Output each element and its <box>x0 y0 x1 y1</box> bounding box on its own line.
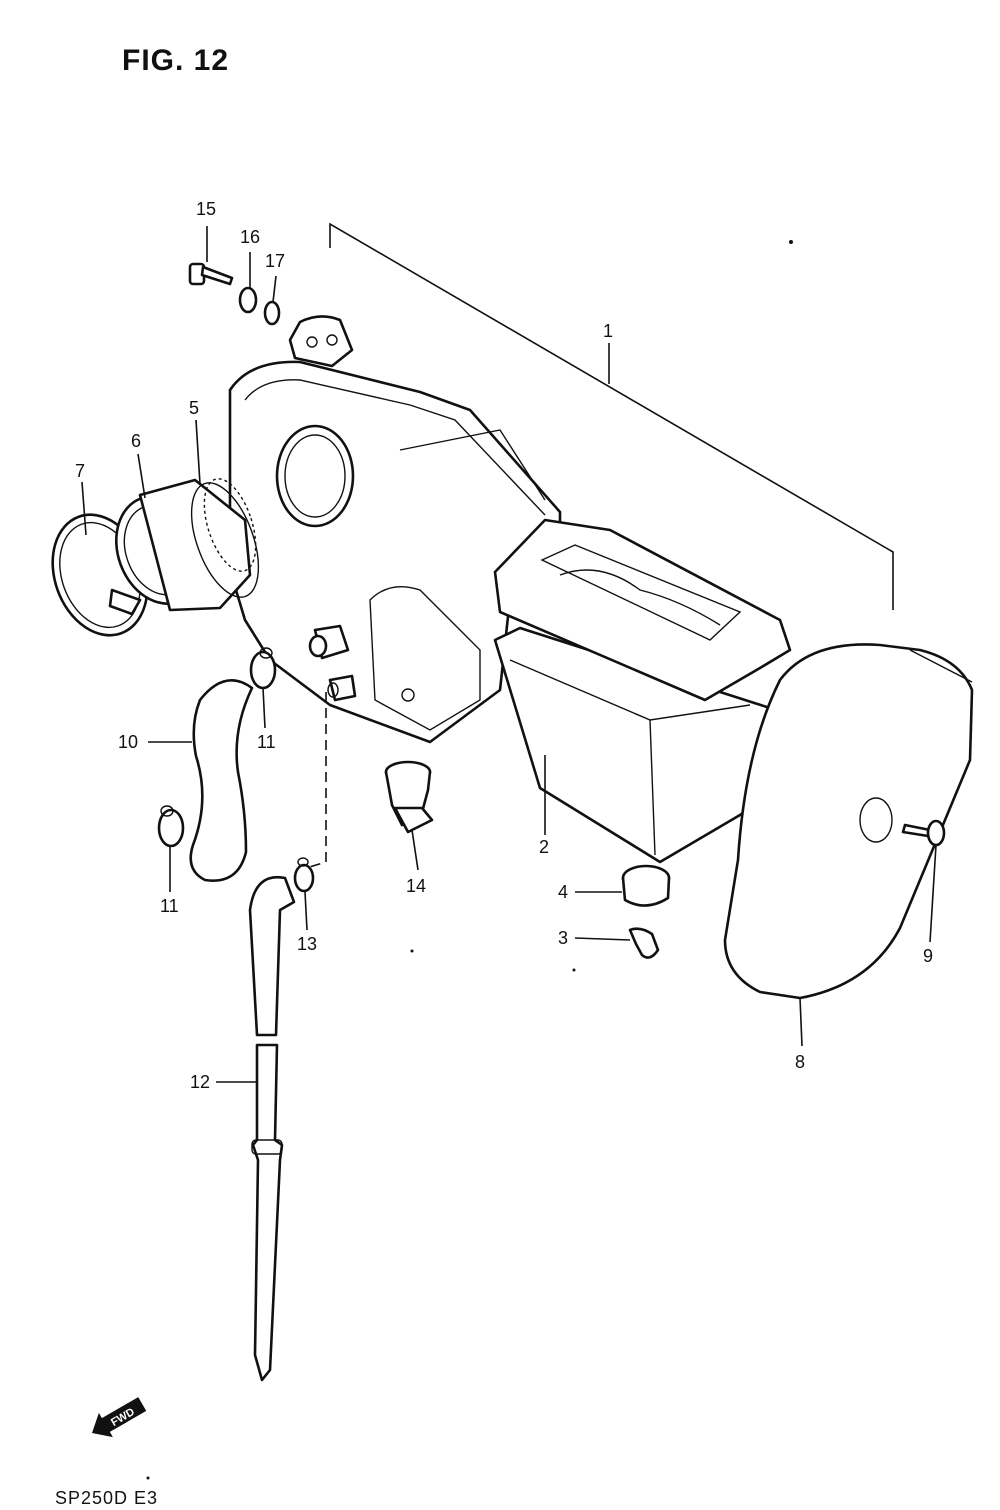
part-number-7: 7 <box>75 461 85 481</box>
air-filter-element <box>493 518 792 864</box>
part-number-2: 2 <box>539 837 549 857</box>
part-number-1: 1 <box>603 321 613 341</box>
part-number-4: 4 <box>558 882 568 902</box>
leader-lines <box>81 226 937 1083</box>
part-number-11-upper: 11 <box>257 732 276 752</box>
model-code: SP250D E3 <box>55 1488 159 1508</box>
part-number-14: 14 <box>406 876 426 896</box>
part-number-8: 8 <box>795 1052 805 1072</box>
drain-hose-10 <box>189 679 254 882</box>
part-number-6: 6 <box>131 431 141 451</box>
part-numbers: 1 2 3 4 5 6 7 8 9 10 11 11 12 13 14 15 1… <box>75 199 933 1092</box>
fwd-label: FWD <box>109 1406 137 1429</box>
washer-17 <box>263 300 281 326</box>
figure-title: FIG. 12 <box>122 44 230 77</box>
air-cleaner-cap <box>723 643 974 1000</box>
cap-4 <box>621 864 671 907</box>
part-number-5: 5 <box>189 398 199 418</box>
bolt-15 <box>188 262 234 286</box>
part-number-13: 13 <box>297 934 317 954</box>
part-number-15: 15 <box>196 199 216 219</box>
part-number-10: 10 <box>118 732 138 752</box>
part-number-3: 3 <box>558 928 568 948</box>
rubber-valve-14 <box>384 760 434 834</box>
fwd-arrow-icon: FWD <box>92 1397 147 1438</box>
air-cleaner-case <box>228 315 562 744</box>
part-number-17: 17 <box>265 251 285 271</box>
part-number-12: 12 <box>190 1072 210 1092</box>
assembly-bracket <box>329 222 894 610</box>
part-number-9: 9 <box>923 946 933 966</box>
screw-9 <box>901 819 946 847</box>
part-number-11-lower: 11 <box>160 896 179 916</box>
lock-washer-16 <box>238 286 258 314</box>
part-number-16: 16 <box>240 227 260 247</box>
intake-connector-6 <box>114 478 260 612</box>
drain-tube-12 <box>248 875 296 1382</box>
clip-11-upper <box>249 647 277 690</box>
seal-5 <box>203 478 257 572</box>
clip-11-lower <box>157 805 185 848</box>
clip-13 <box>293 857 315 893</box>
clip-3 <box>628 927 660 959</box>
